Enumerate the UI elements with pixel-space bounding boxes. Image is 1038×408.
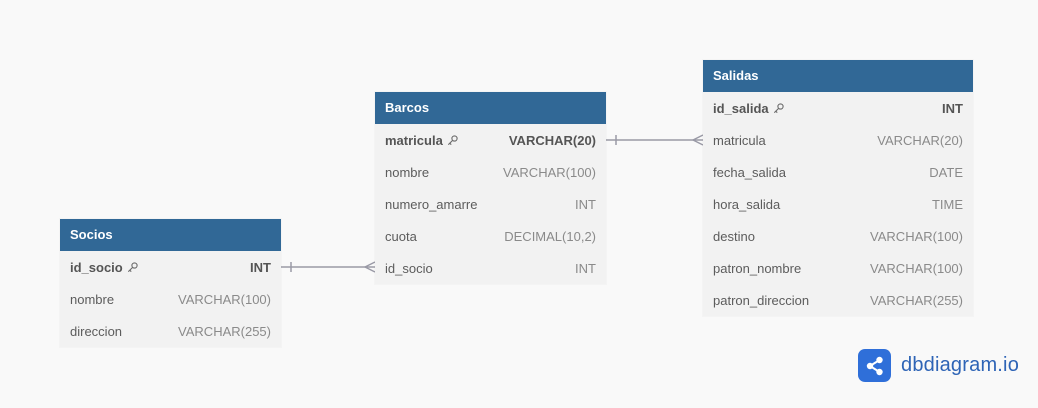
field-row-matricula[interactable]: matricula VARCHAR(20) xyxy=(703,124,973,156)
field-name: hora_salida xyxy=(713,196,781,212)
field-type: VARCHAR(100) xyxy=(503,164,596,180)
field-row-fecha-salida[interactable]: fecha_salida DATE xyxy=(703,156,973,188)
field-row-patron-nombre[interactable]: patron_nombre VARCHAR(100) xyxy=(703,252,973,284)
table-header[interactable]: Socios xyxy=(60,219,281,251)
brand[interactable]: dbdiagram.io xyxy=(858,349,1019,382)
field-row-cuota[interactable]: cuota DECIMAL(10,2) xyxy=(375,220,606,252)
field-name: destino xyxy=(713,228,755,244)
field-type: INT xyxy=(575,260,596,276)
relationship-barcos-salidas-many-marker xyxy=(692,134,704,146)
field-row-destino[interactable]: destino VARCHAR(100) xyxy=(703,220,973,252)
table-barcos[interactable]: Barcos matricula VARCHAR(20) nombre VARC… xyxy=(375,92,606,284)
field-row-id-socio[interactable]: id_socio INT xyxy=(375,252,606,284)
field-name: id_socio xyxy=(385,260,433,276)
field-name: nombre xyxy=(70,291,115,307)
relationship-socios-barcos-many-marker xyxy=(364,261,376,273)
field-row-id-salida[interactable]: id_salida INT xyxy=(703,92,973,124)
field-name: fecha_salida xyxy=(713,164,786,180)
field-type: TIME xyxy=(931,196,963,212)
field-row-id-socio[interactable]: id_socio INT xyxy=(60,251,281,283)
field-row-nombre[interactable]: nombre VARCHAR(100) xyxy=(60,283,281,315)
field-name: matricula xyxy=(385,132,443,148)
field-name: id_socio xyxy=(70,259,123,275)
field-type: INT xyxy=(575,196,596,212)
field-type: INT xyxy=(942,100,963,116)
field-name: cuota xyxy=(385,228,417,244)
field-type: VARCHAR(20) xyxy=(877,132,963,148)
table-salidas[interactable]: Salidas id_salida INT matricula VARCHAR(… xyxy=(703,60,973,316)
share-nodes-icon xyxy=(858,349,891,382)
field-name: matricula xyxy=(713,132,766,148)
field-name-wrapper: matricula xyxy=(385,133,459,148)
field-type: VARCHAR(100) xyxy=(870,260,963,276)
field-name-wrapper: id_socio xyxy=(70,260,139,275)
field-row-direccion[interactable]: direccion VARCHAR(255) xyxy=(60,315,281,347)
field-name-wrapper: id_salida xyxy=(713,101,785,116)
table-header[interactable]: Salidas xyxy=(703,60,973,92)
field-name: direccion xyxy=(70,323,123,339)
key-icon xyxy=(127,261,139,273)
field-type: VARCHAR(20) xyxy=(508,132,596,148)
field-type: DECIMAL(10,2) xyxy=(504,228,596,244)
field-name: patron_nombre xyxy=(713,260,802,276)
field-name: nombre xyxy=(385,164,430,180)
field-row-nombre[interactable]: nombre VARCHAR(100) xyxy=(375,156,606,188)
key-icon xyxy=(447,134,459,146)
field-type: VARCHAR(100) xyxy=(178,291,271,307)
field-row-matricula[interactable]: matricula VARCHAR(20) xyxy=(375,124,606,156)
table-header[interactable]: Barcos xyxy=(375,92,606,124)
field-row-numero-amarre[interactable]: numero_amarre INT xyxy=(375,188,606,220)
field-name: patron_direccion xyxy=(713,292,810,308)
field-row-patron-direccion[interactable]: patron_direccion VARCHAR(255) xyxy=(703,284,973,316)
field-name: numero_amarre xyxy=(385,196,478,212)
brand-name: dbdiagram.io xyxy=(901,354,1020,376)
field-type: DATE xyxy=(929,164,963,180)
field-type: VARCHAR(255) xyxy=(870,292,963,308)
key-icon xyxy=(773,102,785,114)
field-type: VARCHAR(100) xyxy=(870,228,963,244)
field-row-hora-salida[interactable]: hora_salida TIME xyxy=(703,188,973,220)
field-type: INT xyxy=(250,259,271,275)
field-name: id_salida xyxy=(713,100,769,116)
field-type: VARCHAR(255) xyxy=(178,323,271,339)
table-socios[interactable]: Socios id_socio INT nombre VARCHAR(100) … xyxy=(60,219,281,347)
